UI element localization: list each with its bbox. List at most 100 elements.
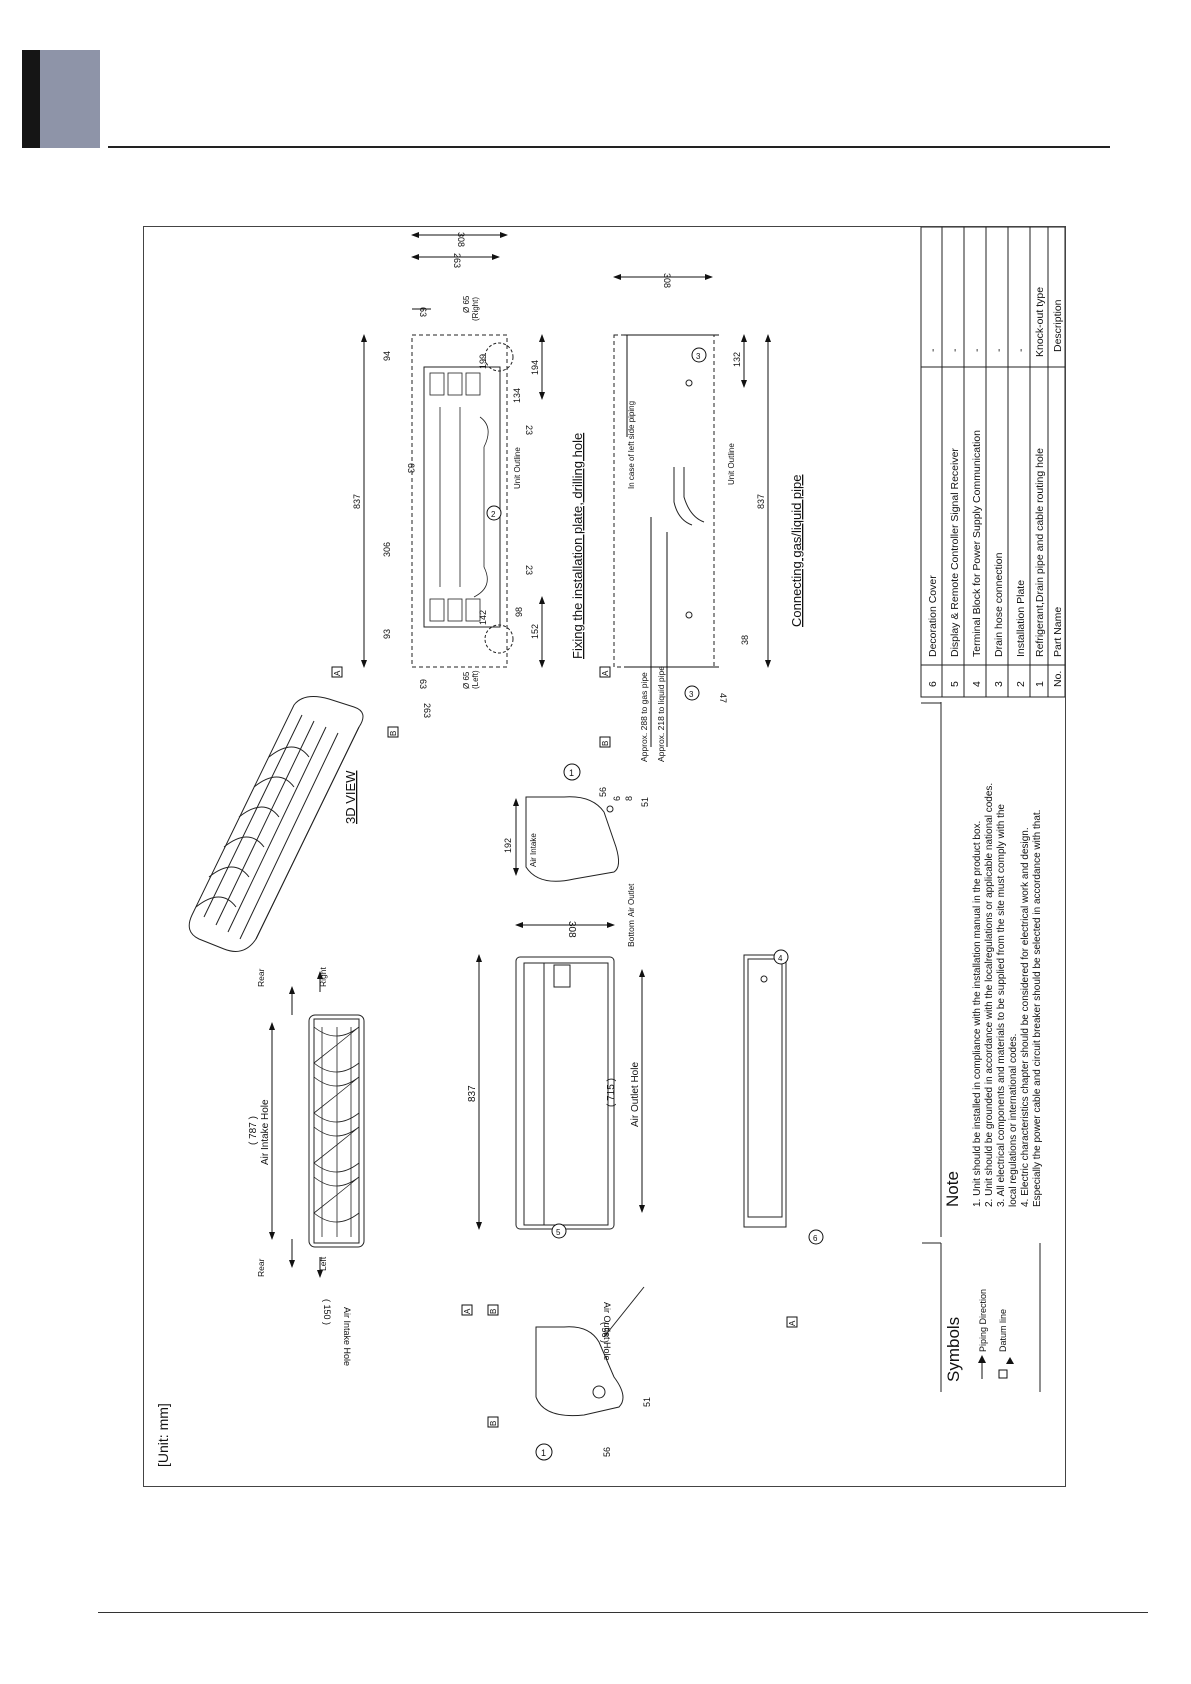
dim-6: 6	[612, 796, 622, 801]
header-name: Part Name	[1052, 607, 1064, 657]
piping-direction-icon	[978, 1355, 986, 1379]
row-4-no: 4	[971, 681, 983, 687]
callout-6-text: 6	[813, 1234, 818, 1243]
top-view	[308, 1014, 365, 1248]
datum-b-front: B	[489, 1309, 498, 1314]
dim-132: 132	[732, 352, 742, 367]
air-outlet-label: Air Outlet	[627, 883, 636, 917]
callout-4-text: 4	[778, 954, 783, 963]
front-elevation	[515, 956, 615, 1230]
hole-left-dia: Ø 65	[462, 671, 471, 689]
dir-rear-top: Rear	[256, 968, 266, 987]
callout-1-top-text: 1	[569, 768, 574, 778]
dim-8: 8	[624, 796, 634, 801]
parts-table: 6 Decoration Cover - 5 Display & Remote …	[920, 227, 1065, 698]
dim-63-top: 63	[418, 307, 428, 317]
symbols-title: Symbols	[944, 1317, 963, 1382]
note-line-1: 1. Unit should be installed in complianc…	[972, 821, 983, 1207]
callout-1-bottom-text: 1	[541, 1448, 546, 1458]
dim-63-bottom: 63	[418, 679, 428, 689]
row-2-name: Installation Plate	[1015, 580, 1027, 657]
dim-194: 194	[530, 360, 540, 375]
row-4-desc: -	[971, 348, 983, 352]
dim-98: 98	[514, 607, 524, 617]
dir-right: Right	[318, 967, 328, 987]
dim-51-top: 51	[640, 797, 650, 807]
side-profile-top	[525, 796, 620, 882]
air-intake-hole-label: Air Intake Hole	[260, 1099, 271, 1165]
dim-56-top: 56	[598, 787, 608, 797]
dim-837-front: 837	[467, 1085, 478, 1102]
approx-liquid: Approx. 218 to liquid pipe	[656, 666, 666, 762]
installation-plate	[411, 334, 514, 668]
callout-3-right-text: 3	[696, 352, 701, 361]
dim-308-front: 308	[566, 921, 577, 938]
note-box: Note 1. Unit should be installed in comp…	[921, 702, 1043, 1237]
connecting-title: Connecting gas/liquid pipe	[789, 475, 804, 628]
dim-23-top: 23	[524, 425, 534, 435]
note-line-4: local regulations or international codes…	[1008, 1034, 1019, 1207]
dim-134: 134	[512, 388, 522, 403]
row-4-name: Terminal Block for Power Supply Communic…	[971, 430, 983, 657]
note-line-6: Especially the power cable and circuit b…	[1032, 810, 1043, 1207]
datum-a-bottom: A	[788, 1320, 797, 1326]
dim-56-bottom: 56	[602, 1447, 612, 1457]
dim-56-paren: ( 56 )	[600, 1322, 610, 1343]
row-5-desc: -	[949, 348, 961, 352]
callout-3-left	[684, 685, 700, 701]
dim-152: 152	[530, 624, 540, 639]
header-no: No.	[1052, 671, 1064, 687]
row-3-name: Drain hose connection	[993, 552, 1005, 657]
unit-outline-pipe: Unit Outline	[727, 443, 736, 485]
dim-837-plate: 837	[352, 494, 362, 509]
callout-1-bottom	[535, 1443, 553, 1461]
callout-3-left-text: 3	[689, 690, 694, 699]
note-title: Note	[943, 1171, 962, 1207]
dim-94: 94	[382, 351, 392, 361]
hole-left-sub: (Left)	[471, 670, 480, 689]
dim-93: 93	[382, 629, 392, 639]
row-1-name: Refrigerant,Drain pipe and cable routing…	[1034, 448, 1046, 657]
note-line-2: 2. Unit should be grounded in accordance…	[984, 783, 995, 1207]
row-2-no: 2	[1015, 681, 1027, 687]
bottom-view	[743, 954, 787, 1228]
technical-drawing: 6 Decoration Cover - 5 Display & Remote …	[155, 227, 1065, 1467]
dir-rear-bottom: Rear	[256, 1258, 266, 1277]
air-intake-label: Air Intake	[529, 833, 538, 867]
fixing-title: Fixing the installation plate, drilling …	[570, 433, 585, 659]
dim-715: ( 715 )	[606, 1078, 617, 1107]
callout-2-text: 2	[491, 510, 496, 519]
datum-markers: A B B A B A A B	[331, 666, 798, 1428]
row-6-name: Decoration Cover	[927, 575, 939, 657]
dim-787: ( 787 )	[248, 1116, 259, 1145]
hole-right-dia: Ø 65	[462, 295, 471, 313]
callout-2	[486, 505, 502, 521]
callout-5-text: 5	[556, 1228, 561, 1237]
symbol-piping-label: Piping Direction	[978, 1289, 988, 1352]
dim-263-top: 263	[452, 253, 462, 268]
dir-left: Left	[318, 1256, 328, 1271]
datum-line-icon	[998, 1357, 1014, 1379]
drawing-frame: 6 Decoration Cover - 5 Display & Remote …	[143, 226, 1066, 1487]
dim-837-pipe: 837	[756, 494, 766, 509]
row-6-no: 6	[927, 681, 939, 687]
row-2-desc: -	[1015, 348, 1027, 352]
symbol-datum-label: Datum line	[998, 1309, 1008, 1352]
callout-1-top	[563, 763, 581, 781]
unit-3d-view	[188, 696, 364, 952]
dim-51-bottom: 51	[642, 1397, 652, 1407]
view-3d-title: 3D VIEW	[343, 770, 358, 824]
callout-5	[551, 1223, 567, 1239]
dir-bottom: Bottom	[626, 920, 636, 947]
dim-199: 199	[478, 354, 488, 369]
row-1-no: 1	[1034, 681, 1046, 687]
hole-right-sub: (Right)	[471, 297, 480, 321]
callout-4	[773, 949, 789, 965]
row-3-desc: -	[993, 348, 1005, 352]
row-1-desc: Knock-out type	[1034, 287, 1046, 357]
air-outlet-hole-small: Air Outlet Hole	[602, 1302, 612, 1361]
side-profile-bottom	[535, 1286, 645, 1417]
dim-63-mid: 63	[406, 463, 416, 473]
chapter-tab-grey	[40, 50, 100, 148]
note-line-5: 4. Electric characteristics chapter shou…	[1020, 827, 1031, 1207]
